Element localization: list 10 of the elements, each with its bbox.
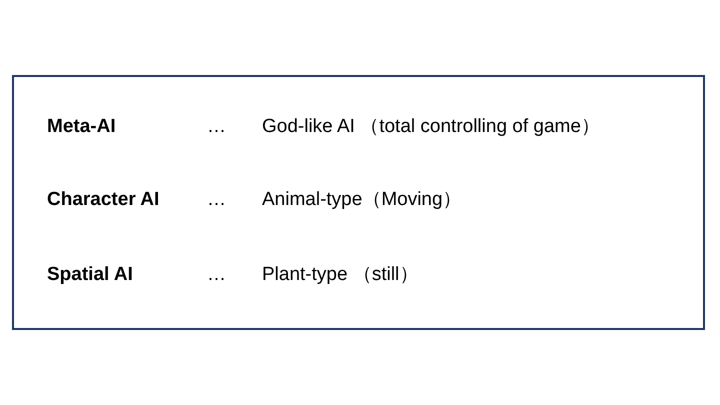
ellipsis: … <box>207 188 226 212</box>
definition-text: Animal-type（Moving） <box>262 188 462 212</box>
term-label: Character AI <box>47 188 160 212</box>
definition-text: God-like AI （total controlling of game） <box>262 115 600 139</box>
term-label: Meta-AI <box>47 115 116 139</box>
frame-box <box>12 75 705 330</box>
definition-text: Plant-type （still） <box>262 263 418 287</box>
term-label: Spatial AI <box>47 263 133 287</box>
ellipsis: … <box>207 263 226 287</box>
ellipsis: … <box>207 115 226 139</box>
